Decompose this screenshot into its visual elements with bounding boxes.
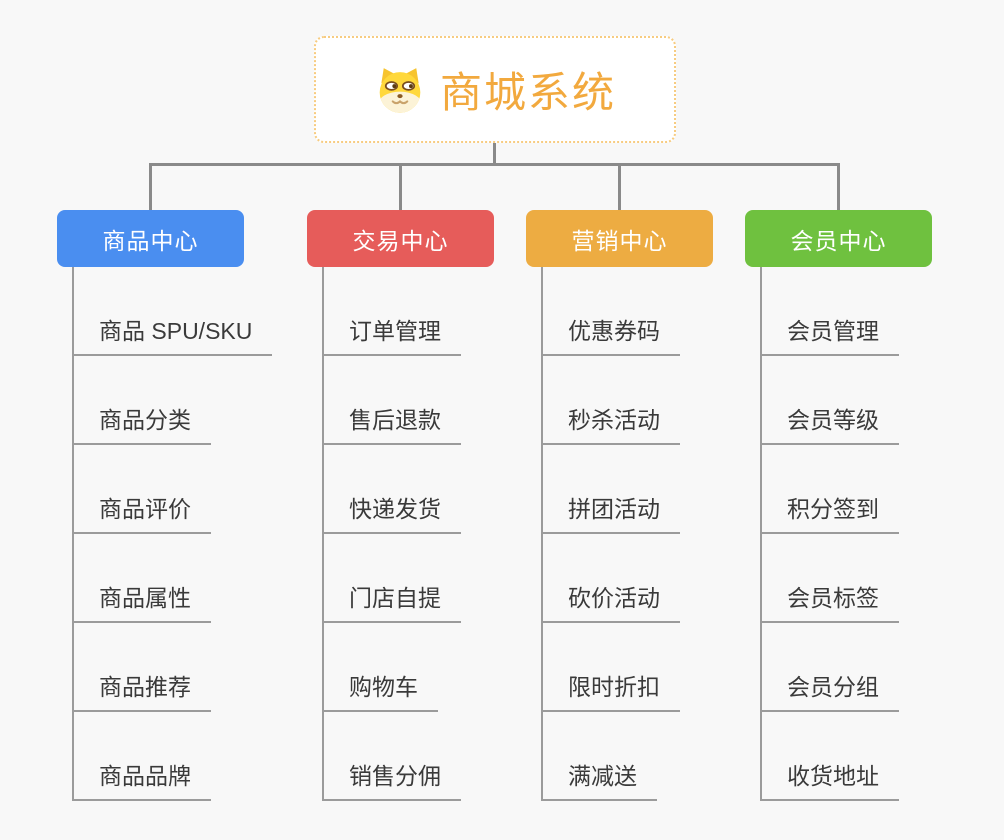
- root-title: 商城系统: [439, 69, 616, 116]
- root-node[interactable]: 商城系统: [314, 36, 676, 143]
- leaf-node[interactable]: 秒杀活动: [541, 407, 680, 445]
- leaf-node[interactable]: 商品评价: [72, 496, 211, 534]
- branch-header-members[interactable]: 会员中心: [745, 210, 932, 267]
- leaf-node[interactable]: 优惠券码: [541, 318, 680, 356]
- branch-products: 商品中心 商品 SPU/SKU 商品分类 商品评价 商品属性 商品推荐 商品品牌: [57, 210, 302, 801]
- leaf-node[interactable]: 售后退款: [322, 407, 461, 445]
- leaf-node[interactable]: 销售分佣: [322, 763, 461, 801]
- branch-leaves: 优惠券码 秒杀活动 拼团活动 砍价活动 限时折扣 满减送: [541, 318, 680, 840]
- branch-header-products[interactable]: 商品中心: [57, 210, 244, 267]
- leaf-node[interactable]: 砍价活动: [541, 585, 680, 623]
- leaf-node[interactable]: 会员等级: [760, 407, 899, 445]
- connector-drop-2: [399, 163, 402, 210]
- leaf-node[interactable]: 商品 SPU/SKU: [72, 318, 273, 356]
- leaf-node[interactable]: 积分签到: [760, 496, 899, 534]
- branch-leaves: 商品 SPU/SKU 商品分类 商品评价 商品属性 商品推荐 商品品牌: [72, 318, 273, 840]
- leaf-node[interactable]: 商品推荐: [72, 674, 211, 712]
- leaf-node[interactable]: 门店自提: [322, 585, 461, 623]
- leaf-node[interactable]: 商品分类: [72, 407, 211, 445]
- leaf-node[interactable]: 购物车: [322, 674, 438, 712]
- leaf-node[interactable]: 拼团活动: [541, 496, 680, 534]
- leaf-node[interactable]: 满减送: [541, 763, 657, 801]
- connector-drop-4: [837, 163, 840, 210]
- leaf-node[interactable]: 快递发货: [322, 496, 461, 534]
- branch-header-marketing[interactable]: 营销中心: [526, 210, 713, 267]
- leaf-node[interactable]: 订单管理: [322, 318, 461, 356]
- leaf-node[interactable]: 会员标签: [760, 585, 899, 623]
- doge-icon: [374, 64, 426, 116]
- connector-drop-3: [618, 163, 621, 210]
- branch-leaves: 订单管理 售后退款 快递发货 门店自提 购物车 销售分佣: [322, 318, 461, 840]
- leaf-node[interactable]: 限时折扣: [541, 674, 680, 712]
- branch-trade: 交易中心 订单管理 售后退款 快递发货 门店自提 购物车 销售分佣: [307, 210, 552, 801]
- connector-horizontal: [149, 163, 840, 166]
- leaf-node[interactable]: 收货地址: [760, 763, 899, 801]
- branch-members: 会员中心 会员管理 会员等级 积分签到 会员标签 会员分组 收货地址: [745, 210, 990, 801]
- connector-drop-1: [149, 163, 152, 210]
- branch-marketing: 营销中心 优惠券码 秒杀活动 拼团活动 砍价活动 限时折扣 满减送: [526, 210, 771, 801]
- branch-header-trade[interactable]: 交易中心: [307, 210, 494, 267]
- leaf-node[interactable]: 商品属性: [72, 585, 211, 623]
- connector-root-stub: [493, 143, 496, 164]
- leaf-node[interactable]: 会员管理: [760, 318, 899, 356]
- leaf-node[interactable]: 会员分组: [760, 674, 899, 712]
- branch-leaves: 会员管理 会员等级 积分签到 会员标签 会员分组 收货地址: [760, 318, 899, 840]
- leaf-node[interactable]: 商品品牌: [72, 763, 211, 801]
